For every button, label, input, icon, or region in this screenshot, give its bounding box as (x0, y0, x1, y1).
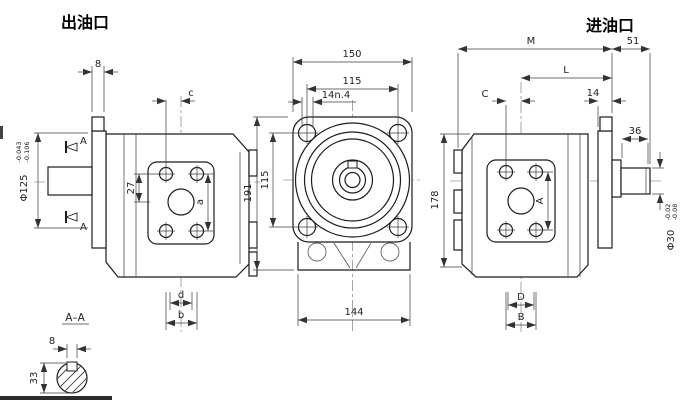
section-aa-view: A–A 8 33 (29, 312, 91, 394)
dim-label-flange-thickness: 14 (587, 88, 600, 99)
inlet-port-flange (486, 159, 556, 243)
mounting-base (297, 242, 411, 271)
inlet-title: 进油口 (586, 16, 634, 35)
dim-label-key-depth: 33 (29, 372, 40, 385)
outlet-side-view: 8 c Φ125 -0.043 -0.106 A A 27 (15, 59, 260, 332)
dim-label-a: a (195, 199, 206, 205)
cover-bolt-boss (453, 219, 463, 251)
shaft-step (611, 159, 622, 198)
dim-label-L: L (563, 65, 569, 76)
drive-shaft (620, 167, 651, 195)
dim-label-key-width: 8 (49, 336, 55, 347)
dim-label-base-width: 144 (344, 307, 363, 318)
dim-label-shaft-tol-upper: -0.02 (664, 204, 672, 221)
section-mark-letter: A (80, 136, 87, 147)
outlet-port-bolt-holes (157, 165, 206, 240)
pump-body-outline (461, 133, 589, 278)
cover-bolt-boss (248, 251, 258, 277)
keyway-slot (66, 361, 78, 372)
dim-label-bolt-spacing-h: 115 (342, 76, 361, 87)
section-view-label: A–A (65, 312, 85, 324)
dim-label-pilot-tol-lower: -0.106 (23, 142, 31, 163)
mounting-flange-plate (597, 130, 613, 249)
drive-shaft (47, 166, 93, 196)
dim-label-M: M (527, 36, 536, 47)
dim-label-shaft-overhang: 51 (627, 36, 640, 47)
inlet-port-bolt-holes (497, 163, 545, 239)
dim-label-pilot-tol-upper: -0.043 (15, 142, 23, 163)
section-cut-mark-bottom: A (64, 211, 87, 233)
keyway-front (347, 160, 358, 169)
dim-label-hole-offset: 27 (126, 182, 137, 195)
dim-label-width-150: 150 (342, 49, 361, 60)
flange-top-tab (91, 116, 105, 132)
dim-label-D: D (517, 292, 525, 303)
cover-bolt-boss (248, 149, 258, 177)
dim-label-c: c (188, 88, 194, 99)
cover-bolt-boss (453, 189, 463, 214)
dim-label-height-191: 191 (243, 183, 254, 202)
dim-label-shaft-tol-lower: -0.08 (671, 204, 679, 221)
outlet-title: 出油口 (61, 13, 109, 32)
inlet-side-view: M 51 L C 14 36 Φ30 -0.02 -0.08 A (430, 36, 679, 332)
dim-label-height-178: 178 (430, 190, 441, 209)
cover-bolt-boss (453, 149, 463, 174)
inlet-port (507, 187, 535, 215)
dim-label-C: C (482, 89, 489, 100)
front-view: 150 115 14n.4 191 115 144 (243, 49, 421, 333)
dim-label-bolt-holes: 14n.4 (322, 90, 351, 101)
dim-label-flange-step: 8 (95, 59, 101, 70)
dim-label-d: d (178, 290, 184, 301)
mounting-flange-plate (91, 130, 107, 249)
scan-artifact (0, 126, 3, 139)
pump-body-outline (105, 133, 250, 278)
dim-label-bolt-spacing-v: 115 (260, 170, 271, 189)
dim-label-shaft-diameter: Φ30 (666, 230, 677, 251)
dim-label-shaft-length: 36 (629, 126, 642, 137)
square-mounting-flange (292, 116, 413, 243)
flange-bolt-holes (296, 122, 409, 238)
dim-label-A: A (535, 197, 546, 204)
flange-top-tab (599, 116, 613, 132)
pilot-circle (303, 131, 402, 229)
section-cut-mark-top: A (64, 136, 87, 153)
section-mark-letter: A (80, 222, 87, 233)
dim-label-b: b (178, 310, 184, 321)
dim-label-pilot-diameter: Φ125 (19, 175, 30, 202)
scan-artifact (0, 396, 112, 400)
cover-bolt-boss (248, 221, 258, 249)
outlet-port-flange (147, 161, 215, 245)
outlet-port (167, 188, 195, 216)
dim-label-B: B (518, 312, 525, 323)
